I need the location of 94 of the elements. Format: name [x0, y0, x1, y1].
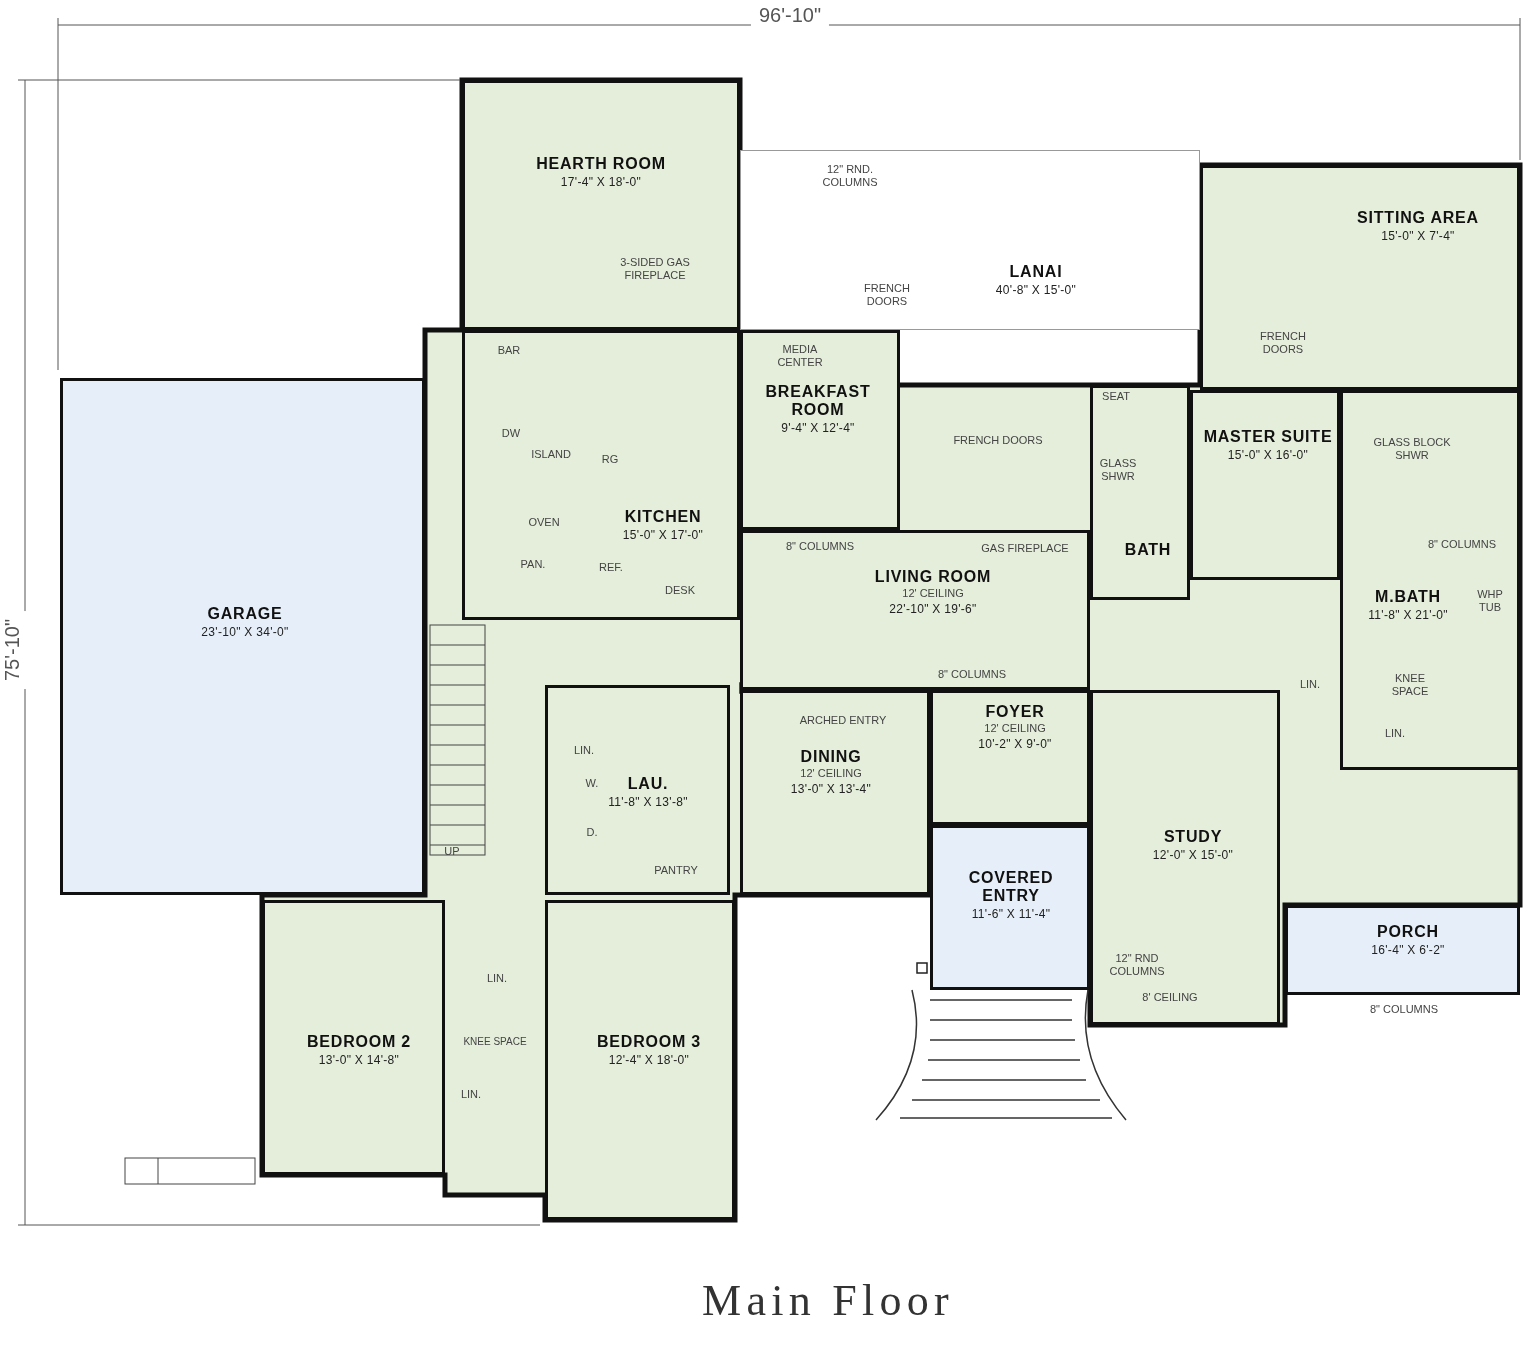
room-note: 12'-0" X 15'-0": [1152, 847, 1234, 864]
room-note: 10'-2" X 9'-0": [978, 736, 1052, 753]
plan-label: DW: [501, 427, 521, 440]
room-note: 11'-8" X 21'-0": [1368, 607, 1448, 624]
room-note: 15'-0" X 7'-4": [1381, 228, 1455, 245]
room-note: 17'-4" X 18'-0": [560, 174, 642, 191]
room-area: [1340, 390, 1520, 770]
room-note: 23'-10" X 34'-0": [201, 624, 289, 641]
room-name: STUDY: [1163, 828, 1223, 846]
room-name: FOYER: [985, 703, 1045, 721]
room-area: [1200, 165, 1520, 390]
room-name: M.BATH: [1375, 588, 1441, 606]
room-note: 11'-6" X 11'-4": [971, 906, 1051, 923]
room-note: 11'-8" X 13'-8": [608, 794, 688, 811]
room-name: PORCH: [1377, 923, 1439, 941]
room-name: LANAI: [1009, 263, 1063, 281]
plan-label: W.: [585, 777, 599, 790]
plan-label: KNEE SPACE: [1390, 672, 1430, 698]
room-name: BREAKFAST ROOM: [764, 383, 872, 419]
room-name: HEARTH ROOM: [536, 155, 666, 173]
plan-label: PAN.: [520, 558, 546, 571]
room-name: KITCHEN: [624, 508, 702, 526]
plan-label: LIN.: [1384, 727, 1406, 740]
room-area: [262, 900, 445, 1175]
plan-label: ARCHED ENTRY: [799, 714, 887, 727]
room-note: 13'-0" X 14'-8": [318, 1052, 400, 1069]
plan-label: 8' CEILING: [1142, 991, 1198, 1004]
room-area: [60, 378, 425, 895]
plan-label: 8" COLUMNS: [785, 540, 855, 553]
room-note: 22'-10" X 19'-6": [889, 601, 977, 618]
room-name: DINING: [800, 748, 862, 766]
room-name: MASTER SUITE: [1203, 428, 1333, 446]
plan-label: KNEE SPACE: [463, 1035, 527, 1048]
room-name: COVERED ENTRY: [967, 869, 1055, 905]
plan-caption: Main Floor: [702, 1275, 954, 1327]
room-area: [740, 150, 1200, 330]
room-note: 15'-0" X 17'-0": [622, 527, 704, 544]
room-name: BEDROOM 2: [306, 1033, 412, 1051]
room-note: 9'-4" X 12'-4": [781, 420, 855, 437]
room-name: GARAGE: [207, 605, 283, 623]
plan-label: DESK: [665, 584, 695, 597]
plan-label: ISLAND: [531, 448, 571, 461]
room-name: SITTING AREA: [1357, 209, 1479, 227]
room-note: 40'-8" X 15'-0": [995, 282, 1077, 299]
plan-label: LIN.: [486, 972, 508, 985]
room-area: [1285, 905, 1520, 995]
room-note: 13'-0" X 13'-4": [790, 781, 872, 798]
room-area: [545, 685, 730, 895]
plan-label: OVEN: [528, 516, 560, 529]
plan-label: FRENCH DOORS: [953, 434, 1043, 447]
plan-label: FRENCH DOORS: [1259, 330, 1307, 356]
room-area: [930, 690, 1090, 825]
plan-label: LIN.: [573, 744, 595, 757]
plan-label: 12" RND. COLUMNS: [821, 163, 879, 189]
plan-label: REF.: [599, 561, 623, 574]
room-note: 12'-4" X 18'-0": [608, 1052, 690, 1069]
plan-label: WHP TUB: [1476, 588, 1504, 614]
plan-label: D.: [586, 826, 598, 839]
plan-label: LIN.: [1299, 678, 1321, 691]
room-area: [1190, 390, 1340, 580]
room-area: [1090, 690, 1280, 1025]
plan-label: FRENCH DOORS: [863, 282, 911, 308]
plan-label: 12" RND COLUMNS: [1108, 952, 1166, 978]
plan-label: LIN.: [460, 1088, 482, 1101]
plan-label: 3-SIDED GAS FIREPLACE: [619, 256, 691, 282]
room-area: [462, 330, 740, 620]
plan-label: BAR: [497, 344, 521, 357]
plan-label: 8" COLUMNS: [1427, 538, 1497, 551]
room-area: [545, 900, 735, 1220]
plan-label: 8" COLUMNS: [1369, 1003, 1439, 1016]
room-name: BATH: [1124, 541, 1172, 559]
room-area: [930, 825, 1090, 990]
room-name: LAU.: [627, 775, 669, 793]
room-area: [462, 80, 740, 330]
room-area: [740, 530, 1090, 690]
room-area: [740, 330, 900, 530]
room-note: 12' CEILING: [800, 766, 862, 780]
room-name: BEDROOM 3: [596, 1033, 702, 1051]
plan-label: MEDIA CENTER: [776, 343, 824, 369]
plan-label: UP: [444, 845, 460, 858]
room-note: 12' CEILING: [984, 721, 1046, 735]
plan-label: PANTRY: [654, 864, 698, 877]
room-name: LIVING ROOM: [874, 568, 992, 586]
room-area: [1090, 385, 1190, 600]
plan-label: 8" COLUMNS: [937, 668, 1007, 681]
room-note: 12' CEILING: [902, 586, 964, 600]
room-note: 16'-4" X 6'-2": [1371, 942, 1445, 959]
plan-label: SEAT: [1102, 390, 1130, 403]
plan-label: RG: [601, 453, 619, 466]
room-note: 15'-0" X 16'-0": [1227, 447, 1309, 464]
room-area: [740, 690, 930, 895]
plan-label: GLASS SHWR: [1098, 457, 1138, 483]
plan-label: GLASS BLOCK SHWR: [1372, 436, 1452, 462]
plan-label: GAS FIREPLACE: [981, 542, 1069, 555]
